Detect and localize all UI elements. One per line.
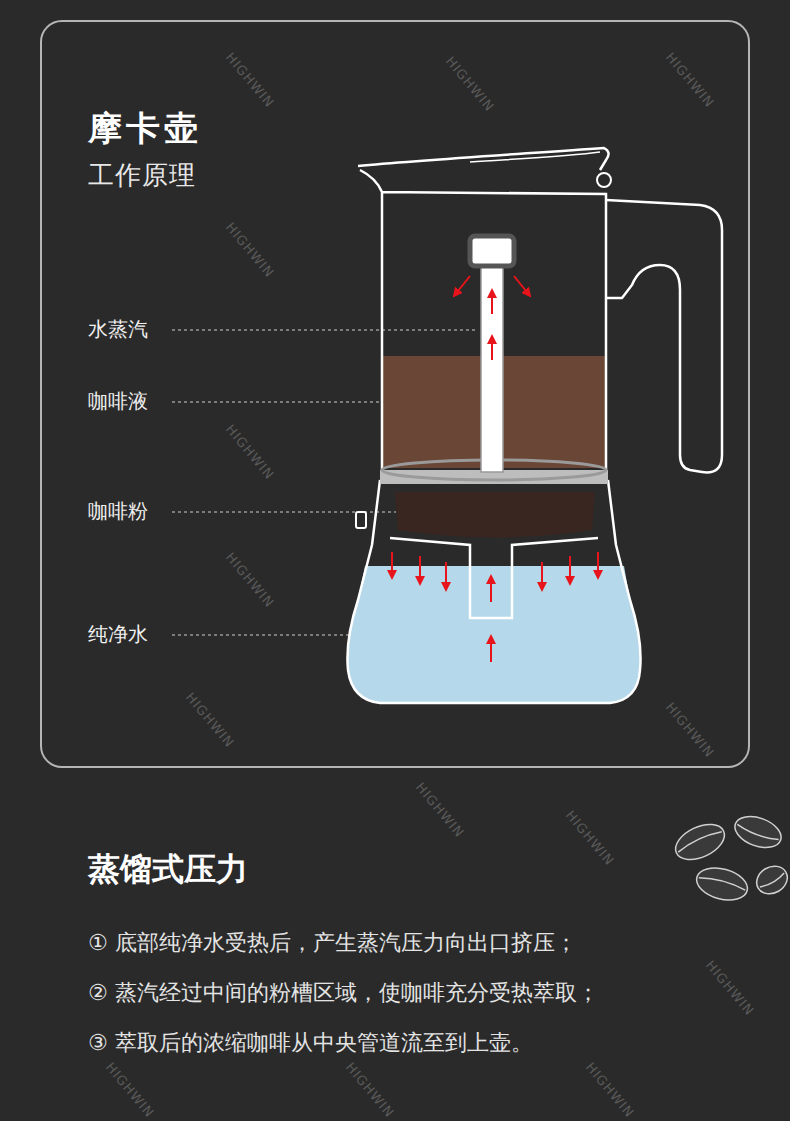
watermark: HIGHWIN [443,54,497,115]
water [347,566,640,703]
panel-subtitle: 工作原理 [88,158,196,193]
watermark: HIGHWIN [703,958,757,1019]
section-heading: 蒸馏式压力 [88,848,248,892]
part-label: 咖啡液 [88,388,148,415]
watermark: HIGHWIN [223,550,277,611]
watermark: HIGHWIN [413,780,467,841]
watermark: HIGHWIN [223,50,277,111]
coffee-grounds [395,492,595,538]
step-text: ③ 萃取后的浓缩咖啡从中央管道流至到上壶。 [88,1028,533,1058]
watermark: HIGHWIN [663,50,717,111]
handle [606,200,722,472]
step-text: ① 底部纯净水受热后，产生蒸汽压力向出口挤压； [88,928,577,958]
part-label: 纯净水 [88,621,148,648]
watermark: HIGHWIN [103,1060,157,1121]
funnel [390,538,598,618]
watermark: HIGHWIN [183,690,237,751]
watermark: HIGHWIN [663,700,717,761]
part-label: 咖啡粉 [88,498,148,525]
watermark: HIGHWIN [563,808,617,869]
panel-title: 摩卡壶 [88,106,202,152]
coffee-beans [670,811,790,906]
step-text: ② 蒸汽经过中间的粉槽区域，使咖啡充分受热萃取； [88,978,599,1008]
watermark: HIGHWIN [343,1060,397,1121]
flow-arrows [392,276,598,662]
watermark: HIGHWIN [583,1060,637,1121]
watermark: HIGHWIN [223,220,277,281]
watermark: HIGHWIN [223,422,277,483]
part-label: 水蒸汽 [88,316,148,343]
lower-chamber [347,545,640,703]
central-tube [481,262,503,472]
